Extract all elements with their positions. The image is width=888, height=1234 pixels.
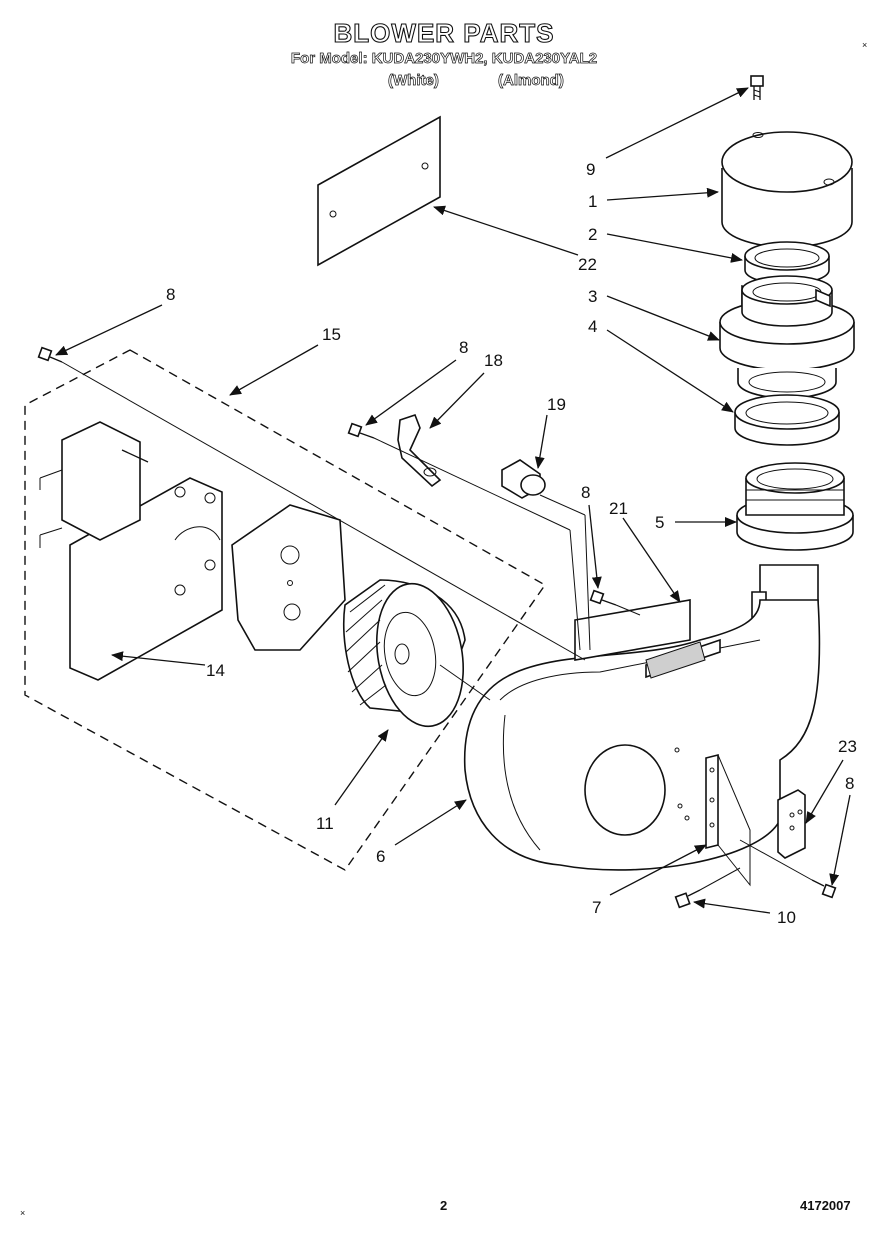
callout-10: 10 — [777, 908, 796, 927]
assembly-outline-15 — [24, 349, 547, 871]
screw-8d — [811, 879, 837, 899]
callout-9: 9 — [586, 160, 595, 179]
motor-end-plate — [231, 504, 346, 651]
bracket-23 — [777, 789, 806, 859]
label-plate-22 — [317, 115, 441, 267]
screw-10 — [674, 889, 701, 909]
callout-23: 23 — [838, 737, 857, 756]
callout-19: 19 — [547, 395, 566, 414]
corner-mark-bottom-left: × — [20, 1208, 26, 1218]
document-number: 4172007 — [800, 1198, 851, 1213]
callout-11: 11 — [316, 814, 334, 833]
gasket-4 — [734, 394, 840, 446]
callout-8-bracket: 8 — [845, 774, 854, 793]
page-title: BLOWER PARTS — [333, 17, 555, 48]
cap-1 — [721, 131, 853, 248]
callout-4: 4 — [588, 317, 597, 336]
variant-almond: (Almond) — [498, 72, 565, 90]
variant-white: (White) — [388, 72, 440, 90]
motor-plate-14 — [39, 421, 223, 681]
callout-22: 22 — [578, 255, 597, 274]
leader-arrows — [55, 87, 851, 914]
callout-3: 3 — [588, 287, 597, 306]
page-number: 2 — [440, 1198, 448, 1213]
callout-15: 15 — [322, 325, 341, 344]
sensor-19 — [501, 459, 546, 499]
clip-18 — [397, 413, 442, 488]
screw-8a — [37, 346, 63, 363]
flanged-coupling-3 — [719, 275, 855, 399]
callout-21: 21 — [609, 499, 628, 518]
callout-18: 18 — [484, 351, 503, 370]
mounting-bracket-7 — [705, 753, 751, 887]
callout-2: 2 — [588, 225, 597, 244]
callout-5: 5 — [655, 513, 664, 532]
callout-1: 1 — [588, 192, 597, 211]
screw-8b — [347, 422, 375, 439]
corner-mark-top-right: × — [862, 40, 868, 50]
screw-9 — [750, 75, 764, 100]
callout-14: 14 — [206, 661, 225, 680]
callout-8-top-left: 8 — [166, 285, 175, 304]
assembly-lines — [61, 361, 813, 891]
blower-wheel-11 — [342, 579, 466, 728]
strip-21 — [574, 599, 706, 679]
screw-8c — [589, 589, 617, 606]
callout-7: 7 — [592, 898, 601, 917]
callout-8-strip: 8 — [581, 483, 590, 502]
model-subtitle: For Model: KUDA230YWH2, KUDA230YAL2 — [290, 50, 598, 68]
callout-8-clip: 8 — [459, 338, 468, 357]
callout-6: 6 — [376, 847, 385, 866]
